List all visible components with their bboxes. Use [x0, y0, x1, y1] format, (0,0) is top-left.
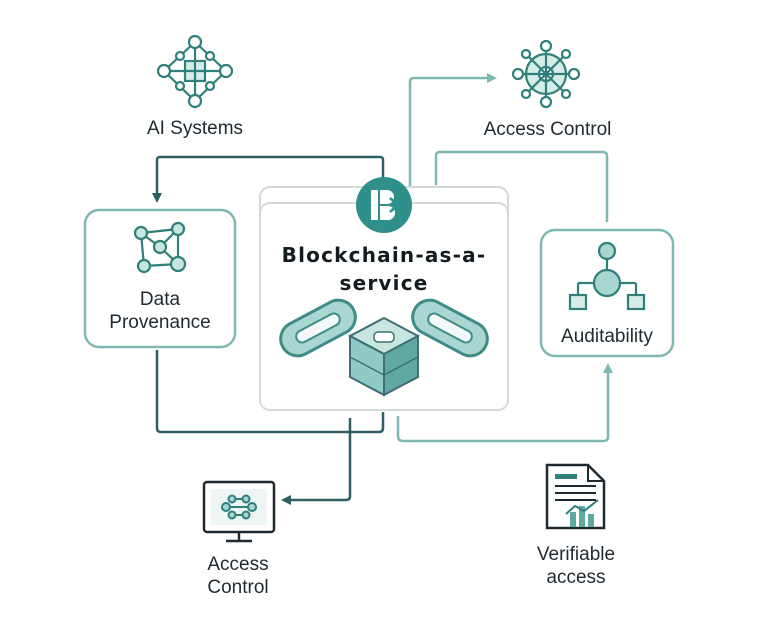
verifiable-access-label-line2: access — [546, 567, 606, 588]
access-control-bottom-label-line2: Control — [207, 577, 269, 598]
ai-systems-label: AI Systems — [146, 118, 244, 139]
auditability-label: Auditability — [561, 326, 653, 347]
data-provenance-card — [83, 208, 237, 349]
data-provenance-label-line1: Data — [139, 289, 181, 310]
verifiable-access-label: Verifiable access — [510, 543, 642, 589]
access-control-top-label: Access Control — [483, 119, 612, 140]
hub-wheel-icon — [511, 39, 581, 109]
connector-center-to-data-provenance — [152, 155, 385, 203]
center-title: Blockchain-as-a- service — [262, 241, 506, 297]
chain-cube-icon — [279, 298, 489, 397]
center-title-line2: service — [339, 271, 429, 295]
connector-data-provenance-to-center — [155, 350, 385, 434]
blockchain-logo-icon — [356, 177, 412, 233]
data-provenance-label: Data Provenance — [85, 288, 235, 334]
network-diamond-icon — [156, 34, 234, 109]
center-title-line1: Blockchain-as-a- — [281, 243, 487, 267]
connector-center-to-access-control-bottom — [281, 418, 352, 505]
monitor-icon — [202, 480, 276, 543]
verifiable-access-label-line1: Verifiable — [536, 544, 616, 565]
connector-center-to-auditability-bottom — [396, 363, 613, 443]
data-provenance-label-line2: Provenance — [109, 312, 211, 333]
graph-nodes-icon — [133, 221, 187, 274]
document-chart-icon — [545, 463, 606, 530]
connector-center-to-access-control-top — [408, 73, 497, 188]
access-control-bottom-label-line1: Access — [207, 554, 269, 575]
access-control-bottom-label: Access Control — [180, 553, 296, 599]
hierarchy-tree-icon — [568, 241, 646, 311]
connector-center-to-auditability — [434, 150, 609, 222]
